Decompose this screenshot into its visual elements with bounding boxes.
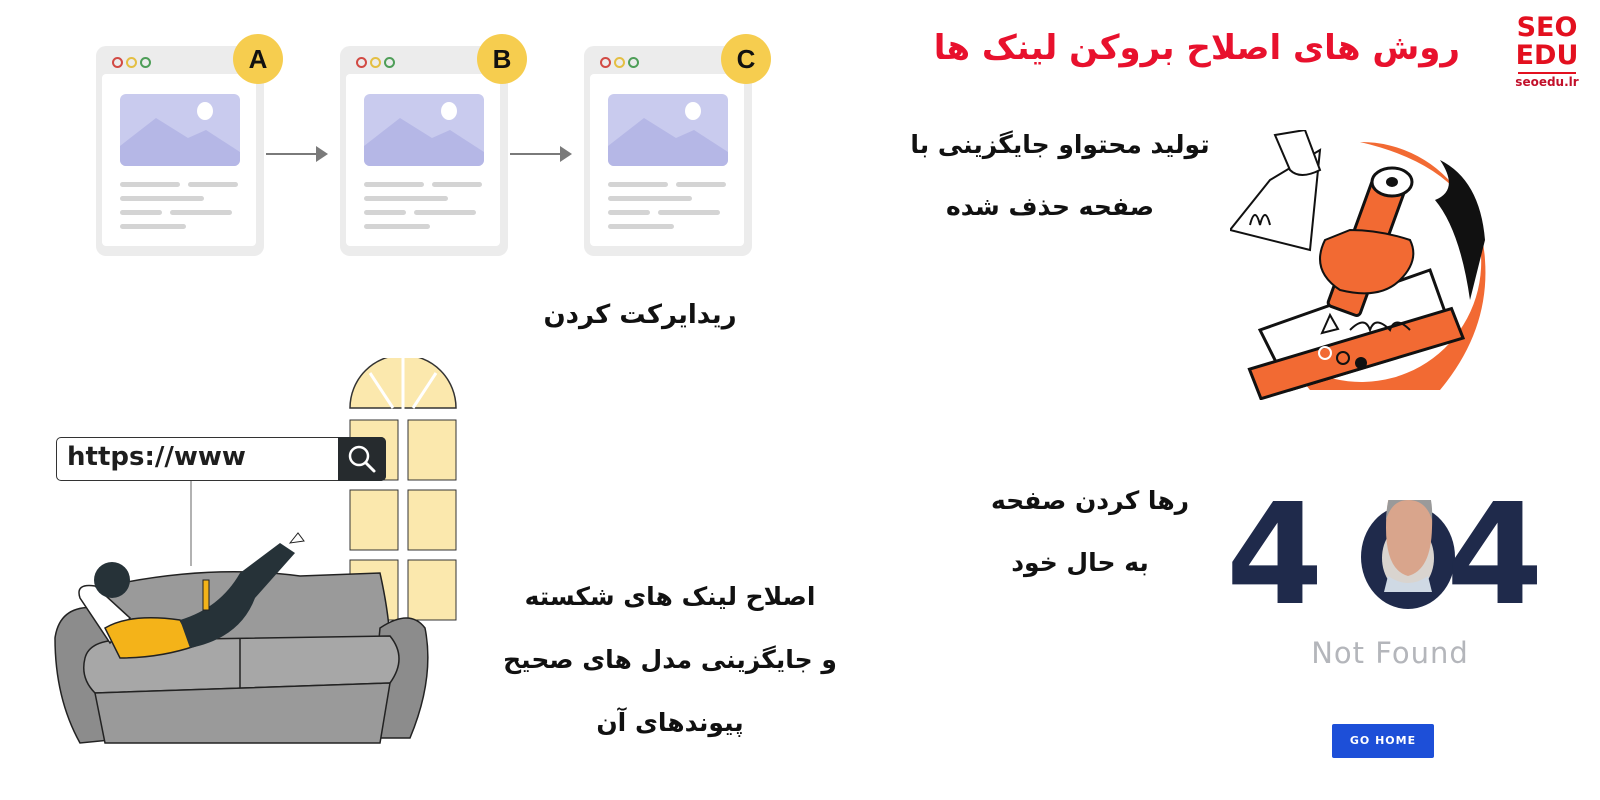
- image-placeholder-icon: [120, 94, 240, 166]
- page-title: روش های اصلاح بروکن لینک ها: [933, 28, 1460, 68]
- search-button[interactable]: [338, 437, 386, 481]
- method-fix-line3: پیوندهای آن: [596, 708, 744, 737]
- method-fix-line1: اصلاح لینک های شکسته: [524, 582, 816, 611]
- method-fix-line2: و جایگزینی مدل های صحیح: [503, 645, 837, 674]
- image-placeholder-icon: [608, 94, 728, 166]
- badge-a: A: [233, 34, 283, 84]
- browser-page-a: [96, 46, 264, 256]
- arrow-right-icon: [266, 146, 328, 162]
- browser-page-b: [340, 46, 508, 256]
- logo-seo: SEO: [1516, 12, 1578, 43]
- method-abandon-line2: به حال خود: [1011, 548, 1149, 577]
- search-icon: [348, 445, 376, 473]
- pencil-tablet-illustration: [1228, 128, 1510, 401]
- logo-edu: EDU: [1515, 40, 1579, 71]
- window-dot-red: [112, 57, 123, 68]
- url-input-value[interactable]: https://www: [67, 442, 246, 472]
- not-found-label: Not Found: [1311, 636, 1469, 670]
- go-home-button[interactable]: GO HOME: [1332, 724, 1434, 758]
- error-digit-4-right: 4: [1446, 474, 1544, 637]
- image-placeholder-icon: [364, 94, 484, 166]
- method-content-line2: صفحه حذف شده: [945, 192, 1155, 221]
- logo-url: seoedu.lr: [1515, 75, 1579, 89]
- method-content-line1: تولید محتواو جایگزینی با: [910, 130, 1210, 159]
- url-search-bar[interactable]: https://www: [56, 437, 386, 481]
- browser-page-c: [584, 46, 752, 256]
- redirect-diagram: A B: [0, 0, 800, 280]
- window-dot-green: [140, 57, 151, 68]
- woman-on-sofa-illustration: [50, 354, 470, 753]
- badge-c: C: [721, 34, 771, 84]
- redirect-caption: ریدایرکت کردن: [543, 300, 737, 330]
- arrow-right-icon: [510, 146, 572, 162]
- method-abandon-line1: رها کردن صفحه: [990, 486, 1190, 515]
- logo-divider: [1518, 72, 1576, 74]
- seoedu-logo: SEO EDU seoedu.lr: [1512, 12, 1582, 90]
- badge-b: B: [477, 34, 527, 84]
- error-digit-4-left: 4: [1226, 474, 1324, 637]
- error-digit-0-photo: [1356, 477, 1460, 610]
- window-dot-yellow: [126, 57, 137, 68]
